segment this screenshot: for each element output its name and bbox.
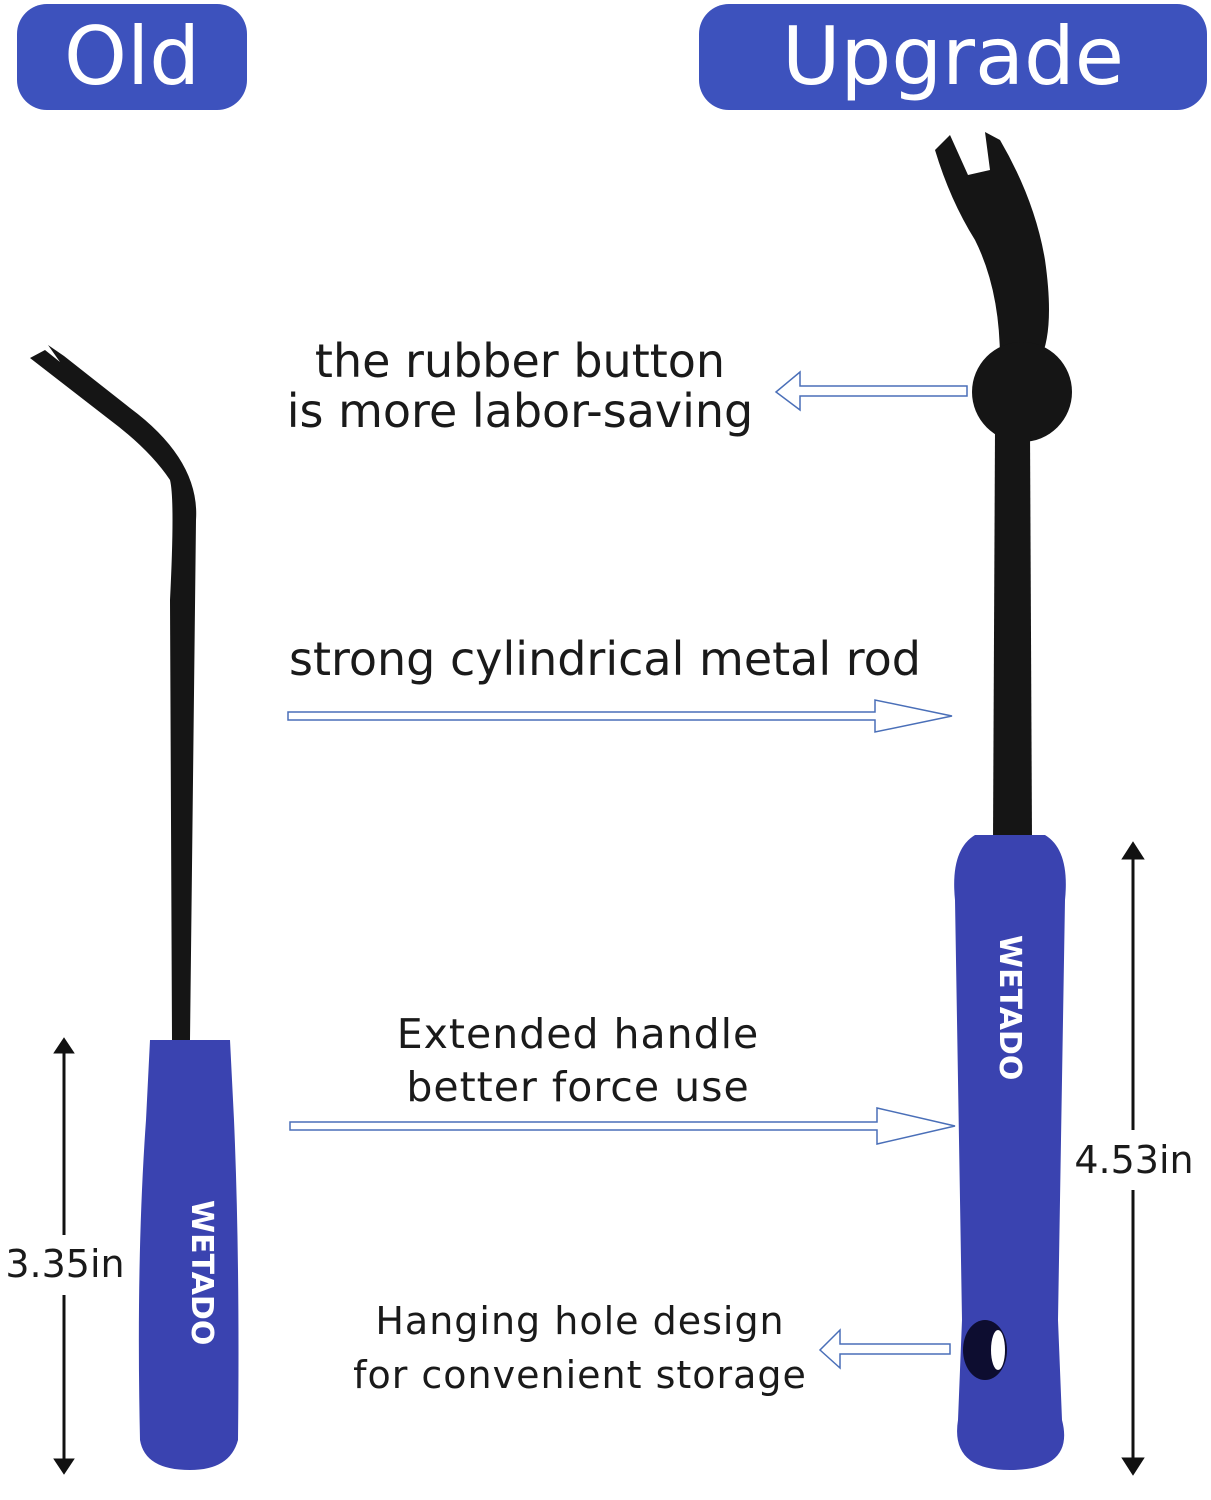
dimension-lines [53,841,1145,1476]
callout-line: for convenient storage [353,1353,807,1397]
upgrade-badge: Upgrade [699,4,1207,110]
old-brand-logo: WETADO [184,1200,219,1345]
hanging-hole-callout: Hanging hole design for convenient stora… [330,1294,830,1402]
callout-line: the rubber button [314,334,726,388]
callout-line: Hanging hole design [375,1299,785,1343]
handle-callout: Extended handle better force use [348,1008,808,1114]
metal-rod-callout: strong cylindrical metal rod [288,632,921,686]
upgrade-handle [954,835,1066,1470]
old-badge: Old [17,4,247,110]
metal-rod [993,430,1032,840]
callout-arrows [287,370,968,1370]
old-handle-length: 3.35in [5,1242,125,1286]
rubber-button [972,342,1072,442]
callout-line: is more labor-saving [286,384,754,438]
callout-line: better force use [406,1063,750,1111]
upgrade-brand-logo: WETADO [992,935,1027,1080]
callout-line: Extended handle [396,1010,760,1058]
upgrade-tool: WETADO [935,132,1072,1470]
rubber-button-callout: the rubber button is more labor-saving [260,336,780,436]
old-tool: WETADO [30,345,239,1470]
upgrade-handle-length: 4.53in [1074,1138,1194,1182]
old-handle [138,1040,239,1470]
